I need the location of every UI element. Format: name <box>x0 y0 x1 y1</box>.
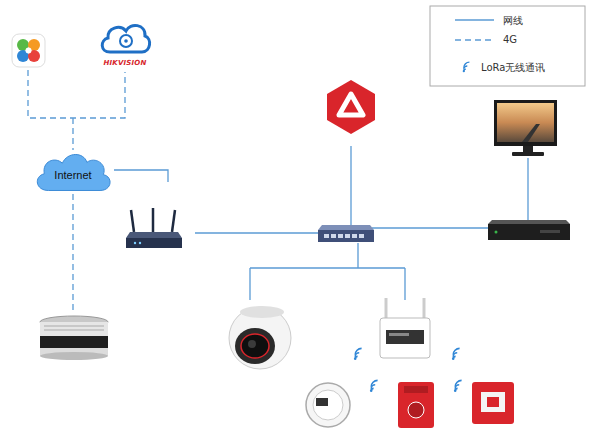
legend-label: LoRa无线通讯 <box>481 61 545 75</box>
sound-light-alarm <box>398 382 434 428</box>
legend-frame <box>430 6 585 86</box>
app-icon <box>12 34 45 67</box>
wireless-camera <box>40 316 108 360</box>
monitor <box>494 100 557 156</box>
router <box>126 208 182 248</box>
dome-camera <box>229 306 291 369</box>
lora-gateway <box>380 298 430 358</box>
smoke-detector <box>306 383 350 427</box>
platform-logo <box>327 80 375 134</box>
manual-call-point <box>472 382 514 424</box>
network-wires <box>28 70 528 312</box>
node-label: Internet <box>32 150 114 181</box>
brand-label: HIKVISION <box>103 59 146 67</box>
cloud-service-icon <box>102 25 149 52</box>
network-switch <box>318 225 374 242</box>
network-cloud: Internet <box>32 150 114 194</box>
video-recorder <box>488 220 570 240</box>
legend-label: 网线 <box>503 14 523 28</box>
legend-label: 4G <box>503 34 517 45</box>
